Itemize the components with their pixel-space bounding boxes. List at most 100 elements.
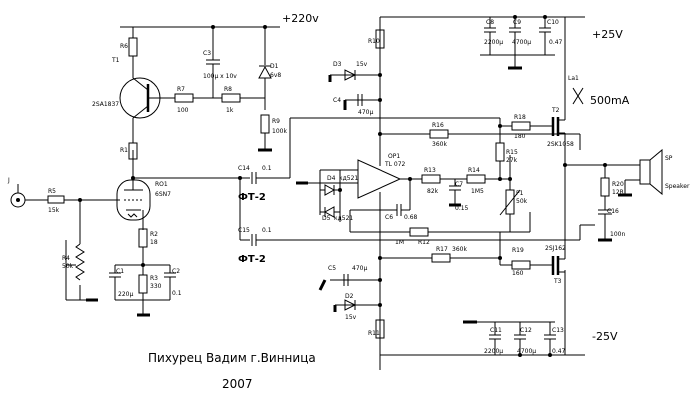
r4-value: 50k — [62, 263, 74, 270]
t2-model: 2SK1058 — [547, 141, 574, 148]
d4-model: кд521 — [339, 175, 358, 182]
r12-label: R12 — [418, 239, 430, 246]
p1-label: P1 — [516, 190, 524, 197]
r20-label: R20 — [612, 181, 624, 188]
speaker-icon — [639, 148, 663, 196]
c5-label: C5 — [328, 265, 336, 272]
d5-label: D5 — [322, 215, 331, 222]
author-caption: Пихурец Вадим г.Винница — [148, 351, 316, 365]
r13-resistor-icon — [421, 174, 441, 184]
c7-value: 0.15 — [455, 205, 469, 212]
r18-resistor-icon — [511, 121, 531, 131]
r6-resistor-icon — [128, 37, 138, 57]
c15-value: 0.1 — [262, 227, 272, 234]
t2-label: T2 — [551, 107, 560, 114]
r9-value: 100k — [272, 128, 287, 135]
r17-resistor-icon — [431, 253, 451, 263]
r7-value: 100 — [177, 107, 189, 114]
zener-d2-icon — [344, 299, 357, 311]
r10-label: R10 — [368, 38, 380, 45]
r20-resistor-icon — [600, 177, 610, 197]
c14-label: C14 — [238, 165, 250, 172]
c1-label: C1 — [116, 268, 124, 275]
c7-label: C7 — [455, 181, 463, 188]
c2-label: C2 — [172, 268, 180, 275]
t3-model: 2SJ162 — [545, 245, 566, 252]
r8-value: 1k — [226, 107, 234, 114]
d2-value: 15v — [345, 314, 357, 321]
r18-label: R18 — [514, 114, 526, 121]
r16-label: R16 — [432, 122, 444, 129]
r11-resistor-icon — [375, 319, 385, 339]
d1-label: D1 — [270, 63, 279, 70]
r13-label: R13 — [424, 167, 436, 174]
r20-value: 12R — [612, 189, 624, 196]
r4-potentiometer-icon — [75, 243, 85, 281]
mosfet-t3-icon — [551, 165, 566, 275]
c3-label: C3 — [203, 50, 211, 57]
r8-label: R8 — [224, 86, 232, 93]
op1-model: TL 072 — [384, 161, 406, 168]
r13-value: 82k — [427, 188, 439, 195]
c11-value: 2200μ — [484, 348, 503, 355]
c8-value: 2200μ — [484, 39, 503, 46]
c3-value: 100μ x 10v — [203, 73, 237, 80]
r4-label: R4 — [62, 255, 70, 262]
t3-label: T3 — [553, 278, 562, 285]
sp-label: SP — [665, 155, 673, 162]
r7-label: R7 — [177, 86, 185, 93]
speaker-label: Speaker — [665, 183, 690, 190]
op1-label: OP1 — [388, 153, 400, 160]
c9-label: C9 — [513, 19, 521, 26]
p1-value: 50k — [516, 198, 528, 205]
c12-value: 4700μ — [517, 348, 536, 355]
ro1-label: RO1 — [155, 181, 168, 188]
t1-model: 2SA1837 — [92, 101, 119, 108]
r2-resistor-icon — [138, 228, 148, 248]
d1-value: 6v8 — [270, 72, 281, 79]
c12-label: C12 — [520, 327, 532, 334]
junction-dots — [78, 15, 607, 357]
r14-value: 1M5 — [471, 188, 484, 195]
d2-label: D2 — [345, 293, 354, 300]
c2-value: 0.1 — [172, 290, 182, 297]
r6-label: R6 — [120, 43, 128, 50]
r1-label: R1 — [120, 147, 128, 154]
c14-value: 0.1 — [262, 165, 272, 172]
r8-resistor-icon — [221, 93, 241, 103]
c13-value: 0.47 — [552, 348, 566, 355]
r3-value: 330 — [150, 283, 162, 290]
label-lal: La1 — [568, 75, 579, 82]
current-label: 500mA — [590, 94, 630, 107]
ro1-model: 6SN7 — [155, 191, 171, 198]
c10-label: C10 — [547, 19, 559, 26]
mosfet-t2-icon — [551, 115, 566, 165]
c11-label: C11 — [490, 327, 502, 334]
c16-value: 100n — [610, 231, 625, 238]
zener-d3-icon — [344, 69, 357, 81]
c5-value: 470μ — [352, 265, 367, 272]
r14-label: R14 — [468, 167, 480, 174]
r12-value: 1M — [395, 239, 404, 246]
r9-resistor-icon — [260, 114, 270, 134]
c6-label: C6 — [385, 214, 393, 221]
d3-label: D3 — [333, 61, 342, 68]
r19-value: 160 — [512, 270, 524, 277]
ft2-upper-label: ФТ-2 — [238, 192, 266, 203]
supply-label-pos: +25V — [592, 28, 623, 41]
opamp-op1-icon — [357, 159, 402, 199]
r15-resistor-icon — [495, 142, 505, 162]
r18-value: 180 — [514, 133, 526, 140]
r10-resistor-icon — [375, 29, 385, 49]
r15-value: 27k — [506, 157, 518, 164]
year-caption: 2007 — [222, 377, 253, 391]
r14-resistor-icon — [466, 174, 486, 184]
supply-label-hv: +220v — [282, 12, 319, 25]
c8-label: C8 — [486, 19, 494, 26]
r3-resistor-icon — [138, 274, 148, 294]
r5-resistor-icon — [47, 195, 65, 204]
r19-label: R19 — [512, 247, 524, 254]
r5-label: R5 — [48, 188, 56, 195]
